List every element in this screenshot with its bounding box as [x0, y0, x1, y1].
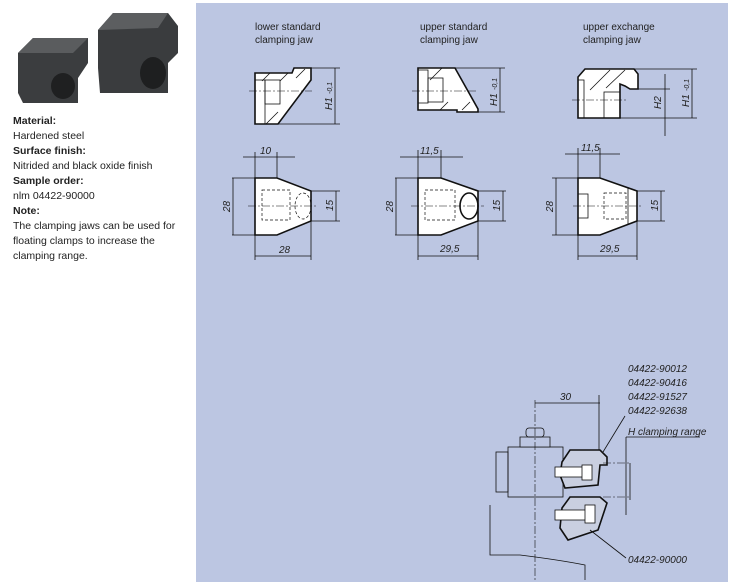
top-dim: 10	[260, 146, 272, 157]
jaw-title-line2: clamping jaw	[255, 35, 314, 46]
product-photo	[18, 13, 178, 103]
surface-finish-heading: Surface finish:	[13, 145, 86, 157]
jaw-title-line1: lower standard	[255, 22, 321, 33]
top-dim: 11,5	[581, 143, 600, 154]
h1-tolerance: -0,1	[327, 82, 334, 94]
h1-tolerance: -0,1	[684, 79, 691, 91]
height-dim: 28	[385, 200, 396, 213]
jaw-upper-exchange: upper exchange clamping jaw H2 H1 -0,1 2…	[545, 22, 697, 260]
material-heading: Material:	[13, 115, 57, 127]
jaw-title-line2: clamping jaw	[420, 35, 479, 46]
jaw-lower-standard: lower standard clamping jaw H1 -0,1 28 1…	[222, 22, 340, 260]
part-number-upper-1: 04422-90012	[628, 364, 687, 375]
width-dim: 29,5	[439, 244, 460, 255]
h1-label: H1	[489, 93, 500, 106]
sample-order-heading: Sample order:	[13, 175, 84, 187]
height-dim: 28	[545, 200, 556, 213]
assembly-drawing: 30 04422-90012 04422-90416 04422-91527 0…	[489, 364, 707, 580]
surface-finish-value: Nitrided and black oxide finish	[13, 160, 153, 172]
part-number-upper-2: 04422-90416	[628, 378, 687, 389]
sample-order-value: nlm 04422-90000	[13, 190, 95, 202]
h2-label: H2	[653, 96, 664, 109]
width-dim: 28	[278, 245, 291, 256]
jaw-upper-standard: upper standard clamping jaw H1 -0,1 28 1…	[385, 22, 506, 260]
jaw-title-line1: upper exchange	[583, 22, 655, 33]
note-heading: Note:	[13, 205, 40, 217]
top-dim: 11,5	[420, 146, 439, 157]
dimension-30: 30	[560, 392, 572, 403]
lower-jaw-assembly	[554, 496, 608, 541]
jaw-title-line1: upper standard	[420, 22, 487, 33]
part-number-upper-3: 04422-91527	[628, 392, 687, 403]
part-number-lower: 04422-90000	[628, 555, 687, 566]
h1-label: H1	[324, 97, 335, 110]
h1-tolerance: -0,1	[492, 78, 499, 90]
upper-jaw-assembly	[554, 449, 608, 489]
width-dim: 29,5	[599, 244, 620, 255]
clamping-range-label: H clamping range	[628, 427, 707, 438]
jaw-photo-small	[18, 38, 88, 103]
part-number-upper-4: 04422-92638	[628, 406, 687, 417]
note-value: The clamping jaws can be used for floati…	[13, 220, 176, 262]
face-dim: 15	[650, 199, 661, 211]
jaw-photo-large	[98, 13, 178, 93]
material-value: Hardened steel	[13, 130, 85, 142]
jaw-title-line2: clamping jaw	[583, 35, 642, 46]
product-specs: Material: Hardened steel Surface finish:…	[13, 114, 193, 264]
face-dim: 15	[325, 199, 336, 211]
face-dim: 15	[492, 199, 503, 211]
h1-label: H1	[681, 94, 692, 107]
height-dim: 28	[222, 200, 233, 213]
